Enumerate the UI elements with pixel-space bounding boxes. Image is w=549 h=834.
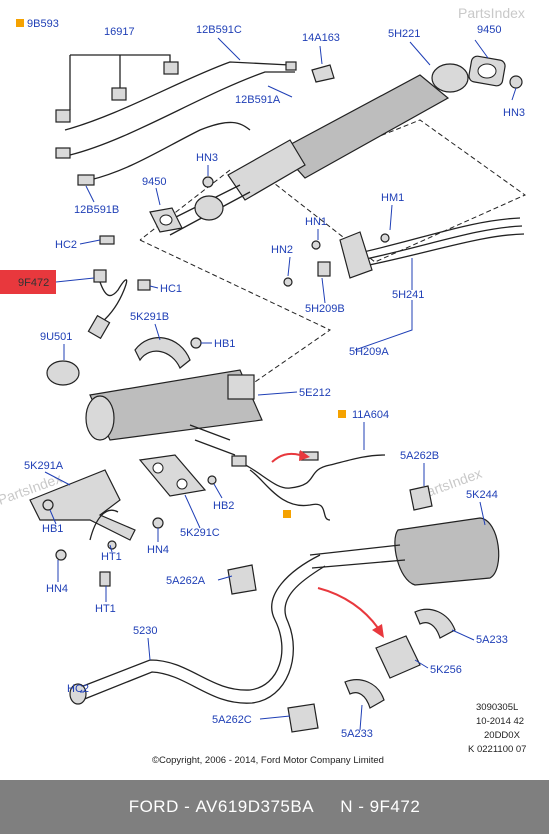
- rubber-mounts: [227, 485, 433, 733]
- label-5a262a: 5A262A: [166, 575, 206, 587]
- highlight-9f472: [0, 270, 56, 294]
- red-arrow-head-sensor: [299, 450, 310, 461]
- label-11a604: 11A604: [352, 409, 389, 421]
- label-hn4-left: HN4: [46, 583, 68, 595]
- marker-11a604: [338, 410, 346, 418]
- heat-shield-5k291b: [134, 337, 191, 369]
- label-9b593: 9B593: [27, 18, 59, 30]
- label-9450-top: 9450: [477, 24, 501, 36]
- label-hc2-lower: HC2: [67, 683, 89, 695]
- label-hm1: HM1: [381, 192, 404, 204]
- exhaust-parts-diagram: PartsIndex PartsIndex PartsIndex: [0, 5, 527, 766]
- red-arrow-head-muffler: [372, 624, 384, 638]
- marker-9b593: [16, 19, 24, 27]
- plug-a: [55, 147, 71, 159]
- marker-sensor-plug: [283, 510, 291, 518]
- nut-hn3-top: [509, 75, 523, 89]
- tailpipe-5k256: [375, 635, 421, 679]
- bolt-hb1: [190, 337, 202, 349]
- label-5h209b: 5H209B: [305, 303, 345, 315]
- label-5230: 5230: [133, 625, 157, 637]
- ref-code-4: K 0221100 07: [468, 744, 526, 755]
- assembly-outlines: [139, 119, 527, 421]
- sensor-harness-group: [55, 54, 297, 186]
- oxygen-sensor-9f472: [87, 235, 151, 340]
- sensor-11a604: [231, 451, 386, 521]
- footer-reference: N - 9F472: [340, 797, 421, 816]
- label-hn3-top: HN3: [503, 107, 525, 119]
- bolt-hb1-lower: [42, 499, 54, 511]
- label-ht1-upper: HT1: [101, 551, 122, 563]
- label-hn1: HN1: [305, 216, 327, 228]
- label-9u501: 9U501: [40, 331, 72, 343]
- label-5k244: 5K244: [466, 489, 498, 501]
- clamp-9u501: [46, 360, 80, 386]
- watermark-top: PartsIndex: [458, 5, 525, 21]
- label-ht1-lower: HT1: [95, 603, 116, 615]
- plug-c: [285, 61, 297, 71]
- label-hc1: HC1: [160, 283, 182, 295]
- label-5a233-lower: 5A233: [341, 728, 373, 740]
- label-5k291a: 5K291A: [24, 460, 64, 472]
- label-9450-mid: 9450: [142, 176, 166, 188]
- part-info-bar: FORD - AV619D375BA N - 9F472: [0, 780, 549, 834]
- connector-16917: [111, 87, 127, 101]
- label-hc2: HC2: [55, 239, 77, 251]
- intermediate-pipe-5230: [69, 554, 326, 705]
- footer-part-number: AV619D375BA: [195, 797, 315, 816]
- ref-code-1: 3090305L: [476, 702, 518, 713]
- label-hn2: HN2: [271, 244, 293, 256]
- label-hn4-right: HN4: [147, 544, 169, 556]
- label-hb2: HB2: [213, 500, 234, 512]
- connector-9b593: [55, 109, 71, 123]
- label-14a163: 14A163: [302, 32, 340, 44]
- copyright-text: ©Copyright, 2006 - 2014, Ford Motor Comp…: [152, 755, 384, 766]
- label-5a262c: 5A262C: [212, 714, 252, 726]
- clip-14a163: [311, 64, 335, 83]
- label-5k291c: 5K291C: [180, 527, 220, 539]
- label-5h209a: 5H209A: [349, 346, 389, 358]
- gasket-9450-top: [468, 55, 506, 87]
- rear-muffler-5k244: [309, 517, 500, 586]
- label-5h241: 5H241: [392, 289, 424, 301]
- label-12b591a: 12B591A: [235, 94, 281, 106]
- nut-hn3-mid: [202, 176, 214, 188]
- label-16917: 16917: [104, 26, 135, 38]
- red-arrow-muffler: [317, 587, 379, 629]
- bracket-5k291a: [29, 469, 136, 541]
- label-9f472: 9F472: [18, 277, 49, 289]
- gasket-9450-mid: [149, 195, 224, 233]
- ref-code-3: 20DD0X: [484, 730, 521, 741]
- clamp-5a233-upper: [414, 608, 456, 639]
- label-12b591b: 12B591B: [74, 204, 119, 216]
- callout-labels: 9B593 16917 12B591C 14A163 5H221 9450 HN…: [18, 18, 525, 740]
- catalyst-5e212: [85, 369, 263, 456]
- label-12b591c: 12B591C: [196, 24, 242, 36]
- red-arrow-sensor: [271, 452, 301, 463]
- label-hb1-lower: HB1: [42, 523, 63, 535]
- pipe-5h241: [283, 217, 525, 287]
- label-5h221: 5H221: [388, 28, 420, 40]
- footer-brand: FORD: [128, 797, 179, 816]
- label-5e212: 5E212: [299, 387, 331, 399]
- plug-b: [77, 174, 95, 186]
- label-5k291b: 5K291B: [130, 311, 169, 323]
- connector-16917b: [163, 61, 179, 75]
- bolt-hb2: [207, 475, 217, 485]
- clamp-5a233-lower: [344, 679, 385, 709]
- small-brackets: [55, 509, 164, 587]
- label-hn3-mid: HN3: [196, 152, 218, 164]
- label-5a262b: 5A262B: [400, 450, 439, 462]
- label-5k256: 5K256: [430, 664, 462, 676]
- ref-code-2: 10-2014 42: [476, 716, 524, 727]
- label-5a233-upper: 5A233: [476, 634, 508, 646]
- gasket-5k291c: [138, 454, 207, 497]
- label-hb1: HB1: [214, 338, 235, 350]
